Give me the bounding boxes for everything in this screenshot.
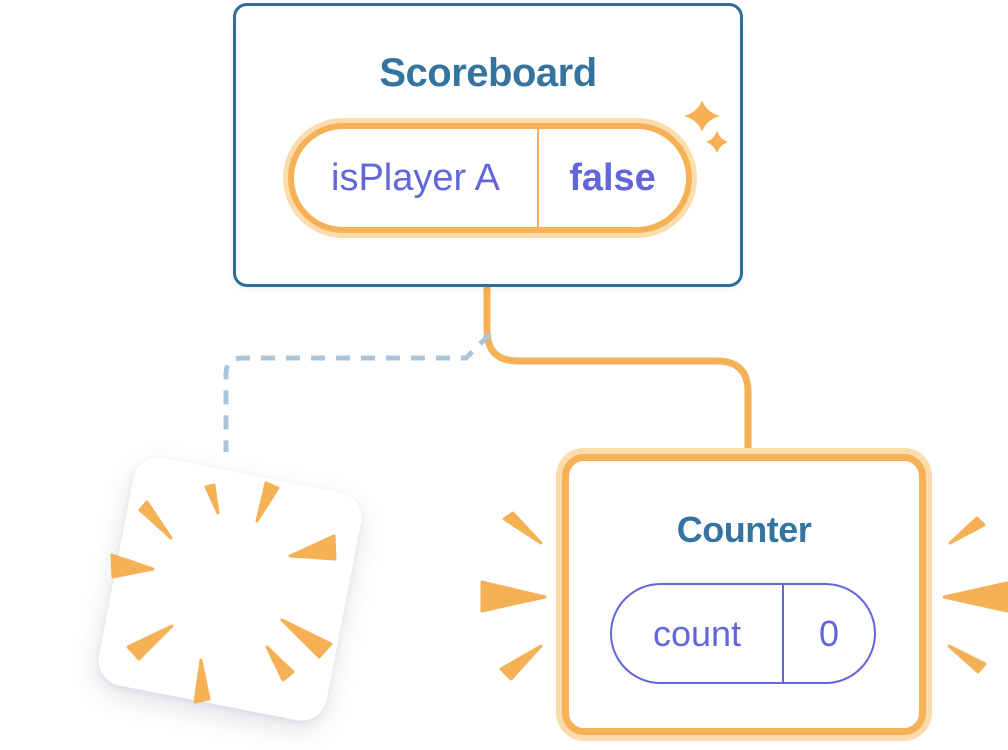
scoreboard-state-value: false [569, 156, 656, 199]
solid-connector-line [483, 284, 752, 458]
removed-component-card [93, 452, 367, 726]
counter-state-value: 0 [818, 612, 840, 654]
scoreboard-title: Scoreboard [379, 51, 597, 95]
pill-divider [537, 129, 539, 227]
scoreboard-state-pill: isPlayer A false [288, 123, 692, 233]
counter-component-card: Counter count 0 [562, 454, 926, 735]
pill-divider [782, 585, 784, 682]
scoreboard-component-card: Scoreboard isPlayer A false [233, 3, 743, 287]
scoreboard-state-name: isPlayer A [331, 156, 500, 199]
counter-state-name: count [652, 612, 742, 654]
dashed-connector-line [223, 332, 492, 452]
counter-title: Counter [676, 509, 812, 550]
counter-state-pill: count 0 [610, 583, 876, 684]
